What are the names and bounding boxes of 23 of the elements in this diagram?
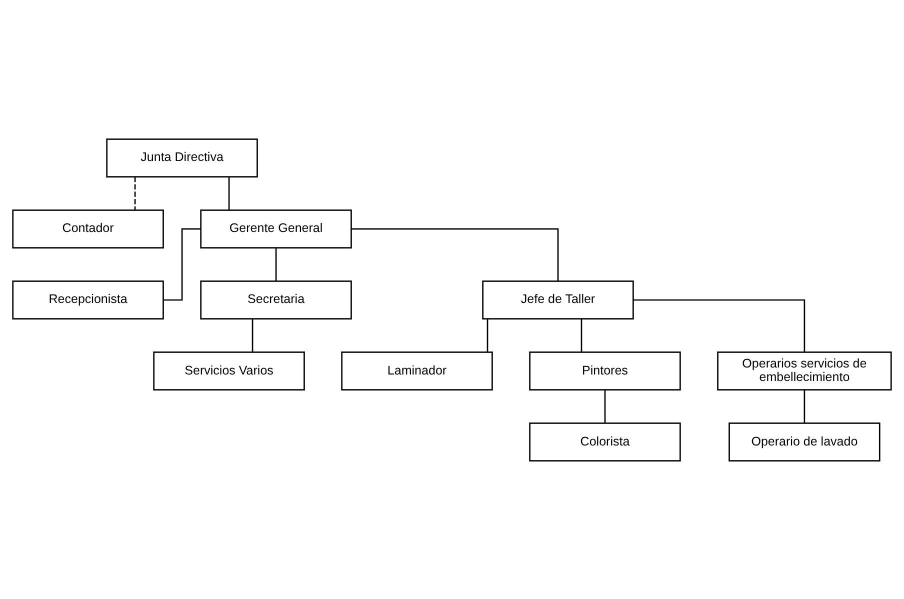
node-box: Jefe de Taller <box>482 280 634 319</box>
connector <box>228 176 230 210</box>
node-box: Junta Directiva <box>106 138 258 177</box>
node-box: Secretaria <box>200 280 352 319</box>
node-box: Pintores <box>529 351 681 390</box>
node-box: Contador <box>12 209 164 248</box>
connector <box>134 176 136 210</box>
connector <box>580 318 582 352</box>
node-box: Operario de lavado <box>728 422 880 461</box>
node-box: Recepcionista <box>12 280 164 319</box>
node-box: Gerente General <box>200 209 352 248</box>
connector <box>604 390 606 422</box>
node-box: Servicios Varios <box>153 351 305 390</box>
connector <box>804 390 806 422</box>
connector <box>275 248 277 280</box>
node-box: Laminador <box>341 351 493 390</box>
connector <box>633 298 806 352</box>
connector <box>163 228 201 300</box>
connector <box>486 318 488 352</box>
connector <box>351 228 559 280</box>
connector <box>252 318 254 352</box>
node-box: Colorista <box>529 422 681 461</box>
node-box: Operarios servicios de embellecimiento <box>717 351 892 390</box>
